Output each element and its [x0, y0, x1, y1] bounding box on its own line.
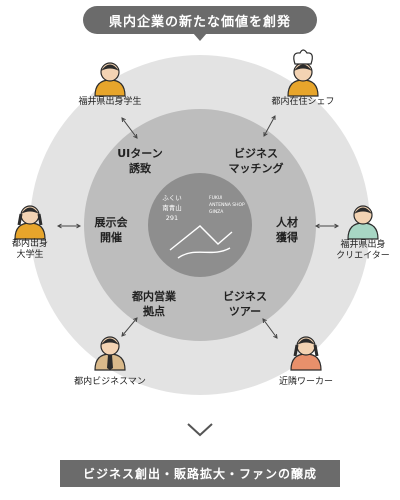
- inner-label-business-matching-line: マッチング: [229, 161, 284, 175]
- center-disc: [148, 173, 252, 277]
- inner-label-talent-line: 人材: [276, 215, 298, 229]
- person-label-tokyo-chef-line: 都内在住シェフ: [271, 95, 334, 107]
- inner-label-sales-base-line: 都内営業: [131, 289, 177, 303]
- inner-label-business-matching-line: ビジネス: [234, 146, 278, 160]
- logo-left-text-line: 南青山: [162, 203, 182, 212]
- double-arrow-icon: [263, 115, 276, 137]
- person-icon: [347, 205, 379, 240]
- person-icon: [290, 336, 322, 371]
- inner-label-talent-line: 獲得: [276, 230, 298, 244]
- person-label-fukui-student-line: 福井県出身学生: [78, 95, 141, 107]
- tie-icon: [107, 355, 113, 370]
- double-arrow-icon: [121, 117, 138, 139]
- person-label-nearby-worker-line: 近隣ワーカー: [279, 375, 333, 387]
- person-label-tokyo-univ-student-line: 都内出身: [12, 237, 48, 249]
- logo-left-text-line: 291: [166, 214, 178, 222]
- arrows: [56, 115, 340, 339]
- double-arrow-icon: [121, 317, 138, 337]
- person-icon: [94, 62, 126, 97]
- top-banner-pointer: [193, 33, 207, 41]
- inner-label-ui-turn-line: UIターン: [117, 147, 162, 160]
- person-label-tokyo-businessman: 都内ビジネスマン: [74, 375, 146, 387]
- footer-title: ビジネス創出・販路拡大・ファンの醸成: [82, 467, 317, 481]
- bottom-banner: ビジネス創出・販路拡大・ファンの醸成: [60, 460, 340, 487]
- person-label-tokyo-univ-student-line: 大学生: [16, 248, 43, 260]
- inner-label-business-tour-line: ツアー: [229, 305, 261, 318]
- inner-label-exhibition-line: 開催: [100, 230, 122, 244]
- double-arrow-icon: [262, 318, 278, 339]
- logo-right-text-line: ANTENNA SHOP: [209, 202, 245, 208]
- double-arrow-icon: [314, 223, 340, 229]
- person-label-tokyo-businessman-line: 都内ビジネスマン: [74, 375, 146, 387]
- logo-left-text-line: ふくい: [162, 194, 182, 202]
- person-tokyo-chef: 都内在住シェフ: [271, 49, 335, 107]
- person-nearby-worker: 近隣ワーカー: [279, 336, 333, 387]
- person-label-fukui-creator-line: 福井県出身: [340, 238, 385, 250]
- person-icon: [14, 205, 46, 240]
- person-tokyo-businessman: 都内ビジネスマン: [74, 336, 146, 387]
- logo-right-text-line: FUKUI: [209, 195, 222, 201]
- chef-hat-icon: [293, 49, 313, 65]
- inner-label-ui-turn-line: 誘致: [129, 161, 152, 175]
- person-fukui-student: 福井県出身学生: [78, 62, 142, 107]
- inner-label-sales-base-line: 拠点: [143, 304, 165, 318]
- person-icon: [287, 49, 319, 97]
- logo-right-text-line: GINZA: [209, 209, 224, 215]
- top-banner: 県内企業の新たな価値を創発: [83, 6, 317, 34]
- inner-label-business-tour-line: ビジネス: [223, 289, 267, 303]
- person-label-tokyo-chef: 都内在住シェフ: [271, 95, 334, 107]
- inner-label-exhibition-line: 展示会: [94, 215, 129, 229]
- header-title: 県内企業の新たな価値を創発: [108, 14, 291, 30]
- person-label-nearby-worker: 近隣ワーカー: [279, 375, 333, 387]
- logo-mountain-mark: [169, 225, 233, 259]
- person-label-fukui-student: 福井県出身学生: [78, 95, 141, 107]
- person-label-fukui-creator-line: クリエイター: [336, 250, 390, 261]
- double-arrow-icon: [56, 223, 82, 229]
- person-icon: [94, 336, 126, 371]
- chevron-down-icon: [187, 423, 213, 437]
